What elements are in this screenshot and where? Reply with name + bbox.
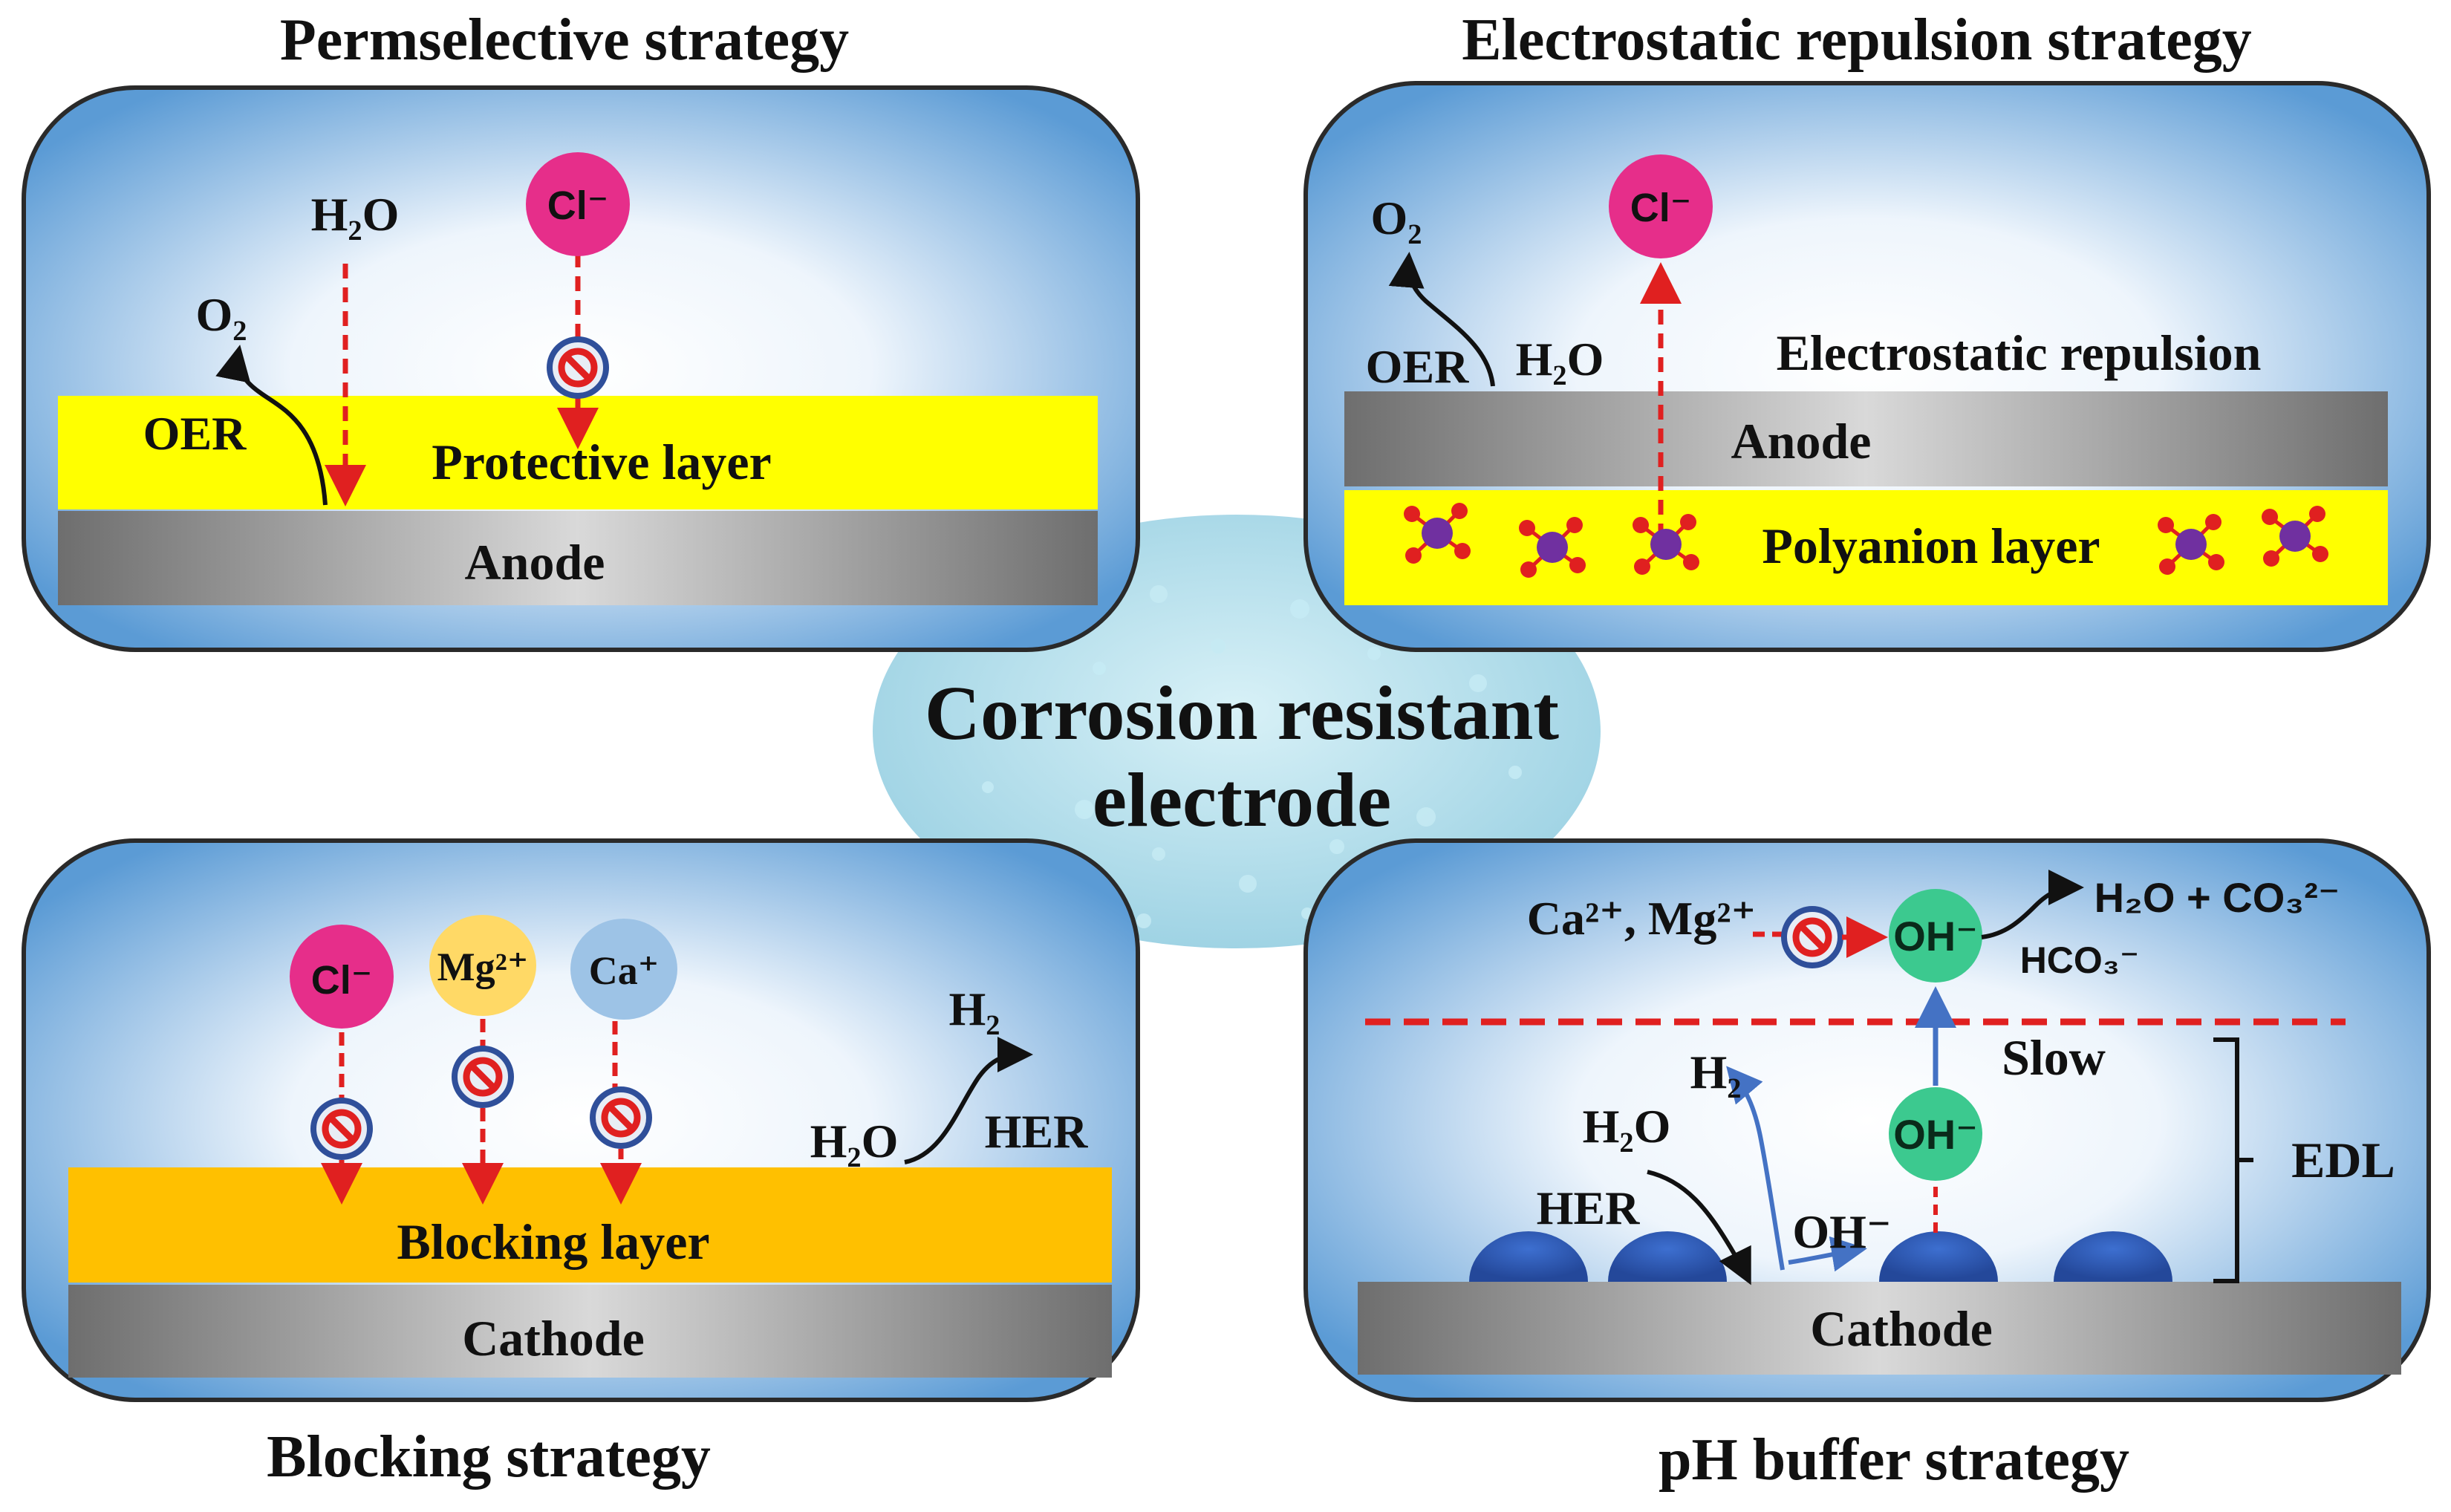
bicarbonate-label: HCO₃⁻ — [2020, 939, 2140, 981]
chloride-ion — [526, 152, 630, 256]
hydrogen-evolution-arrow — [1726, 1066, 1785, 1271]
magnesium-label: Mg²⁺ — [437, 945, 529, 989]
repulsion-label: Electrostatic repulsion — [1777, 325, 2262, 381]
water-label: H₂O — [1516, 333, 1604, 385]
water-label: H₂O — [311, 188, 400, 241]
magnesium-ion — [429, 915, 536, 1016]
oer-label: OER — [143, 407, 247, 460]
cathode-label: Cathode — [462, 1310, 645, 1366]
catalyst-particles — [1469, 1231, 2172, 1282]
title-ph-buffer: pH buffer strategy — [1659, 1427, 2129, 1493]
her-label: HER — [1537, 1182, 1640, 1234]
anode-electrode — [1344, 391, 2388, 486]
title-electrostatic: Electrostatic repulsion strategy — [1462, 7, 2252, 73]
hydroxide-ion-bottom — [1889, 1087, 1982, 1181]
products-label: H₂O + CO₃²⁻ — [2094, 874, 2340, 921]
blocking-layer — [68, 1167, 1112, 1283]
oer-arrow — [1388, 252, 1495, 387]
anode-electrode — [58, 511, 1098, 605]
ca-mg-label: Ca²⁺, Mg²⁺ — [1527, 892, 1757, 945]
protective-layer-label: Protective layer — [432, 434, 771, 490]
polyanion-layer — [1344, 490, 2388, 605]
oxygen-label: O₂ — [196, 288, 247, 341]
panel-permselective — [22, 85, 1140, 652]
slow-label: Slow — [2002, 1029, 2106, 1086]
hydroxide-ion-top — [1889, 889, 1982, 983]
chloride-ion — [290, 925, 394, 1029]
center-title-line1: Corrosion resistant — [925, 671, 1560, 756]
anode-label: Anode — [1731, 413, 1872, 469]
oer-arrow — [215, 345, 328, 506]
hydroxide-label-top: OH⁻ — [1893, 913, 1978, 959]
center-title-line2: electrode — [1093, 757, 1391, 843]
edl-bracket — [2213, 1037, 2253, 1283]
calcium-ion — [570, 919, 677, 1020]
polyanion-layer-label: Polyanion layer — [1762, 518, 2100, 574]
no-entry-icon — [550, 339, 606, 396]
anode-label: Anode — [465, 534, 605, 590]
buffer-reaction-arrow — [1981, 870, 2084, 939]
blocking-layer-label: Blocking layer — [397, 1213, 709, 1270]
no-entry-icon — [455, 1049, 511, 1105]
cathode-label: Cathode — [1810, 1300, 1993, 1357]
oxygen-label: O₂ — [1371, 192, 1422, 244]
panel-electrostatic — [1303, 81, 2431, 652]
hydroxide-small-label: OH⁻ — [1792, 1205, 1891, 1258]
title-permselective: Permselective strategy — [280, 7, 849, 73]
cathode-electrode — [1358, 1282, 2401, 1375]
calcium-label: Ca⁺ — [589, 948, 660, 993]
hydrogen-label: H₂ — [949, 983, 1000, 1035]
chloride-label: Cl⁻ — [1630, 186, 1692, 230]
edl-label: EDL — [2291, 1132, 2395, 1188]
hydroxide-label-bottom: OH⁻ — [1893, 1111, 1978, 1158]
chloride-label: Cl⁻ — [311, 958, 373, 1003]
oer-label: OER — [1366, 340, 1469, 393]
no-entry-icon — [313, 1101, 370, 1157]
chloride-ion — [1609, 154, 1713, 258]
cathode-electrode — [68, 1285, 1112, 1378]
water-label: H₂O — [1583, 1100, 1671, 1153]
hydroxide-release-arrow — [1788, 1236, 1867, 1272]
no-entry-icon — [1784, 909, 1840, 965]
her-arrow — [1647, 1170, 1751, 1285]
her-arrow — [904, 1037, 1033, 1164]
her-label: HER — [985, 1105, 1088, 1158]
hydrogen-label: H₂ — [1690, 1046, 1742, 1098]
chloride-label: Cl⁻ — [547, 183, 609, 228]
water-label: H₂O — [810, 1115, 899, 1167]
panel-ph-buffer — [1303, 838, 2431, 1402]
no-entry-icon — [593, 1089, 649, 1146]
title-blocking: Blocking strategy — [267, 1424, 711, 1490]
panel-blocking — [22, 838, 1140, 1402]
